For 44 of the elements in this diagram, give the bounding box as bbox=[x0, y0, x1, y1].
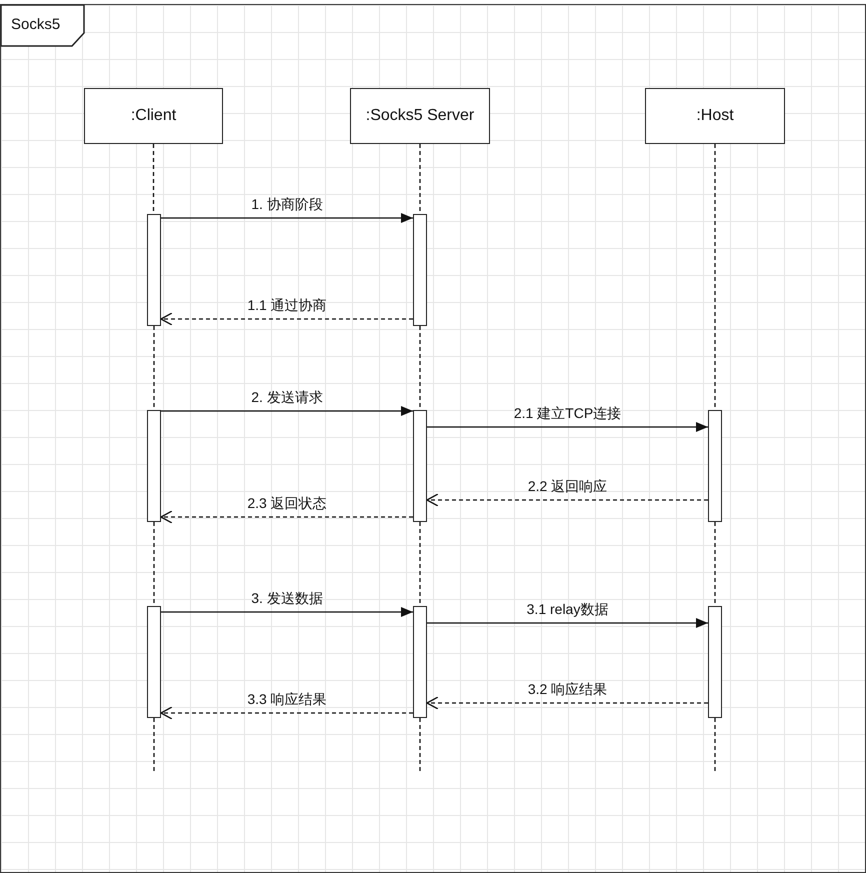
message-arrow bbox=[427, 618, 708, 628]
return-message-arrow bbox=[160, 510, 413, 524]
lifeline bbox=[153, 326, 155, 410]
message-arrow bbox=[161, 213, 413, 223]
sequence-frame bbox=[0, 4, 866, 873]
lifeline bbox=[419, 718, 421, 771]
activation-bar bbox=[147, 410, 161, 522]
return-message-arrow bbox=[426, 493, 708, 507]
activation-bar bbox=[147, 214, 161, 326]
message-arrow bbox=[427, 422, 708, 432]
lifeline bbox=[153, 718, 155, 771]
return-message-arrow bbox=[160, 706, 413, 720]
activation-bar bbox=[413, 214, 427, 326]
message-label: 1. 协商阶段 bbox=[251, 196, 323, 214]
lifeline bbox=[714, 144, 716, 410]
message-arrow bbox=[161, 406, 413, 416]
message-label: 3. 发送数据 bbox=[251, 590, 323, 608]
lifeline bbox=[419, 522, 421, 606]
participant-box: :Socks5 Server bbox=[350, 88, 490, 144]
message-label: 3.1 relay数据 bbox=[526, 601, 608, 619]
activation-bar bbox=[147, 606, 161, 718]
activation-bar bbox=[708, 410, 722, 522]
return-message-arrow bbox=[160, 312, 413, 326]
message-arrow bbox=[161, 607, 413, 617]
lifeline bbox=[714, 718, 716, 771]
message-label: 1.1 通过协商 bbox=[247, 297, 327, 315]
message-label: 2.2 返回响应 bbox=[528, 478, 608, 496]
return-message-arrow bbox=[426, 696, 708, 710]
activation-bar bbox=[413, 410, 427, 522]
lifeline bbox=[153, 522, 155, 606]
message-label: 3.3 响应结果 bbox=[247, 691, 327, 709]
activation-bar bbox=[413, 606, 427, 718]
message-label: 2.3 返回状态 bbox=[247, 495, 327, 513]
message-label: 2.1 建立TCP连接 bbox=[514, 405, 622, 423]
participant-box: :Host bbox=[645, 88, 785, 144]
lifeline bbox=[152, 144, 154, 214]
lifeline bbox=[419, 326, 421, 410]
activation-bar bbox=[708, 606, 722, 718]
message-label: 2. 发送请求 bbox=[251, 389, 323, 407]
participant-box: :Client bbox=[84, 88, 223, 144]
lifeline bbox=[714, 522, 716, 606]
lifeline bbox=[419, 144, 421, 214]
message-label: 3.2 响应结果 bbox=[528, 681, 608, 699]
frame-title: Socks5 bbox=[11, 16, 60, 33]
